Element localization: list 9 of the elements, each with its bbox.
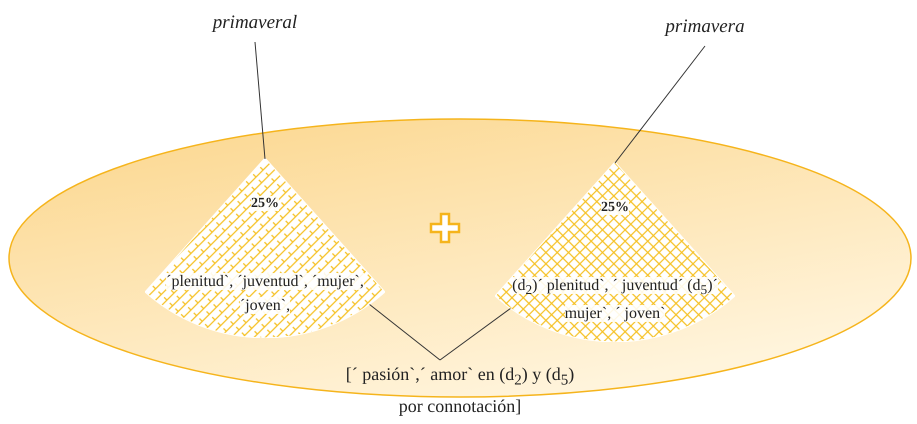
percent-label: 25% — [601, 200, 629, 215]
word-label: primaveral — [210, 12, 298, 34]
leader-line — [254, 42, 266, 160]
word-label: primavera — [663, 16, 746, 38]
connotation-note: [´ pasión`,´ amor` en (d$_{2}$) y (d$_{5}$) por connotación] — [344, 363, 576, 418]
leader-line — [440, 308, 511, 360]
leader-line — [614, 46, 706, 164]
percent-label: 25% — [251, 196, 279, 211]
leader-line — [369, 304, 440, 360]
